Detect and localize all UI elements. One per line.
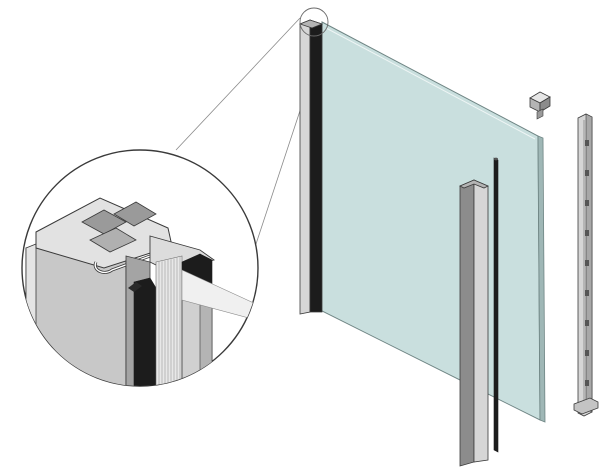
rail-slot xyxy=(585,170,589,176)
rail-slot xyxy=(585,380,589,386)
glass-layers xyxy=(155,255,183,386)
glass-panel xyxy=(319,21,546,423)
wall-rail xyxy=(573,113,599,417)
rail-slot xyxy=(585,140,589,146)
rubber-seal-strip xyxy=(493,157,499,453)
rail-slot xyxy=(585,260,589,266)
end-cap xyxy=(529,91,551,120)
rail-slot xyxy=(585,320,589,326)
left-frame-profile xyxy=(298,19,324,315)
rail-slots xyxy=(585,140,589,386)
rail-slot xyxy=(585,290,589,296)
rail-slot xyxy=(585,350,589,356)
detail-locator-circle xyxy=(299,7,329,37)
detail-callout xyxy=(21,149,259,387)
rail-slot xyxy=(585,230,589,236)
rail-slot xyxy=(585,200,589,206)
front-edge-profile xyxy=(459,179,489,467)
